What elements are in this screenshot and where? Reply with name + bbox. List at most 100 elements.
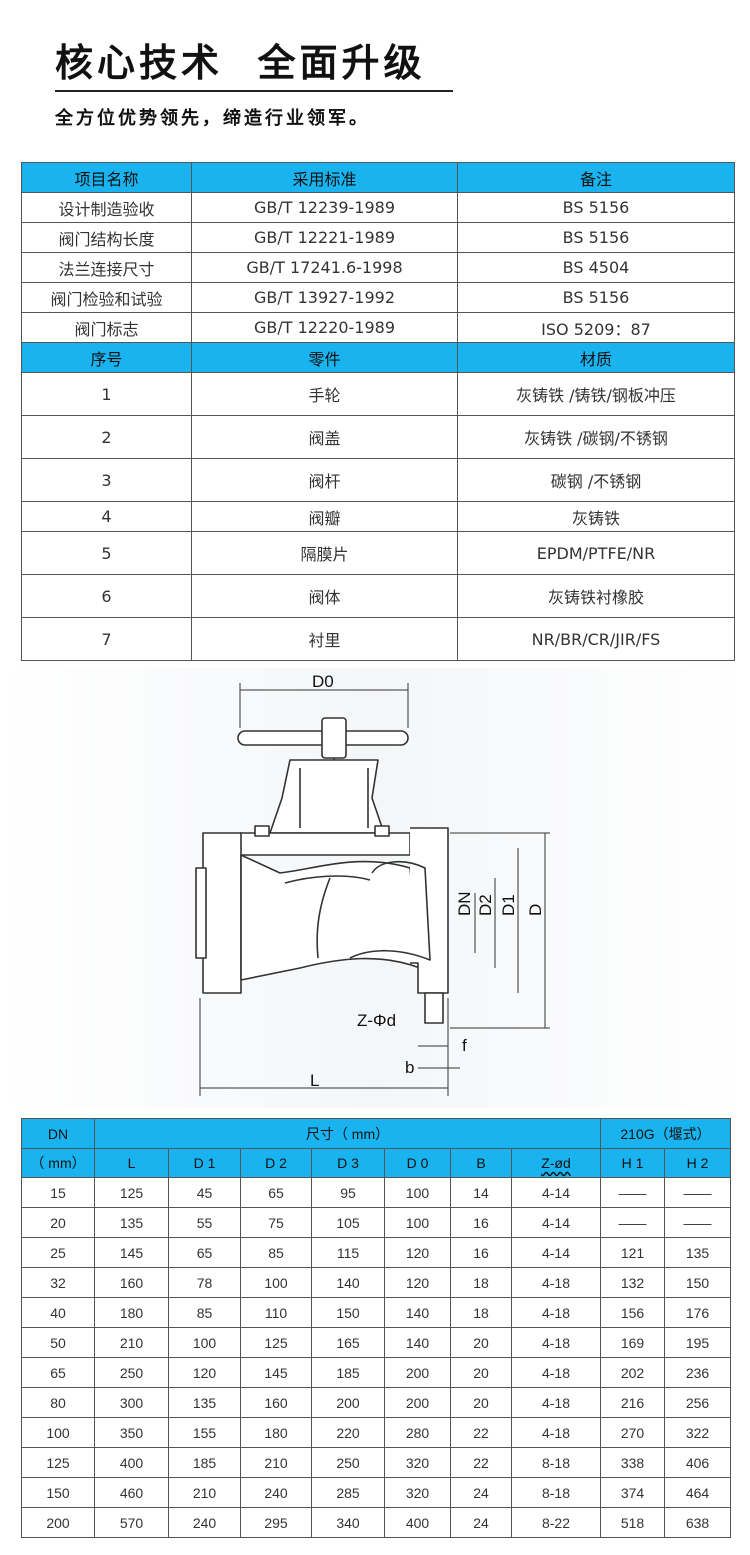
dn-header-cell: DN bbox=[21, 1118, 95, 1149]
table-cell: 140 bbox=[311, 1267, 385, 1298]
table-cell: 32 bbox=[21, 1267, 95, 1298]
table-cell: 240 bbox=[168, 1507, 241, 1538]
table-cell: 135 bbox=[168, 1387, 241, 1418]
table-cell: 200 bbox=[311, 1387, 385, 1418]
table-cell: 125 bbox=[240, 1327, 312, 1358]
table-cell: 20 bbox=[450, 1357, 512, 1388]
table-cell: GB/T 17241.6-1998 bbox=[191, 252, 458, 283]
table-cell: 300 bbox=[94, 1387, 169, 1418]
table-cell: 200 bbox=[21, 1507, 95, 1538]
table-cell: 176 bbox=[664, 1297, 731, 1328]
table-cell: 22 bbox=[450, 1447, 512, 1478]
table-cell: 65 bbox=[240, 1177, 312, 1208]
right-flange-shape bbox=[410, 827, 449, 994]
table-row: 设计制造验收 GB/T 12239-1989 BS 5156 bbox=[21, 192, 735, 223]
header-cell: 项目名称 bbox=[21, 162, 192, 193]
header-cell: 材质 bbox=[457, 342, 735, 373]
table-cell: 阀瓣 bbox=[191, 501, 458, 532]
table-cell: 100 bbox=[168, 1327, 241, 1358]
table-cell: 65 bbox=[21, 1357, 95, 1388]
valve-drawing: D0 DN D2 D1 D Z-Φd f b L bbox=[195, 672, 550, 1096]
table-cell: 78 bbox=[168, 1267, 241, 1298]
table-cell: 设计制造验收 bbox=[21, 192, 192, 223]
table-cell: 24 bbox=[450, 1477, 512, 1508]
table-cell: —— bbox=[664, 1177, 731, 1208]
label-d0: D0 bbox=[312, 672, 334, 691]
table-cell: BS 5156 bbox=[457, 222, 735, 253]
table-row: 5 隔膜片 EPDM/PTFE/NR bbox=[21, 531, 735, 575]
table-cell: 85 bbox=[240, 1237, 312, 1268]
label-d: D bbox=[526, 904, 545, 916]
table-cell: 8-18 bbox=[511, 1477, 601, 1508]
table-cell: 24 bbox=[450, 1507, 512, 1538]
table-cell: 20 bbox=[450, 1327, 512, 1358]
table-cell: 236 bbox=[664, 1357, 731, 1388]
table-row: 4 阀瓣 灰铸铁 bbox=[21, 501, 735, 532]
table-cell: 105 bbox=[311, 1207, 385, 1238]
table-cell: 250 bbox=[94, 1357, 169, 1388]
table-cell: 256 bbox=[664, 1387, 731, 1418]
table-cell: 阀盖 bbox=[191, 415, 458, 459]
table-cell: 125 bbox=[21, 1447, 95, 1478]
table-cell: 45 bbox=[168, 1177, 241, 1208]
table-cell: 210 bbox=[94, 1327, 169, 1358]
table-cell: 隔膜片 bbox=[191, 531, 458, 575]
table-cell: 5 bbox=[21, 531, 192, 575]
table-cell: 阀体 bbox=[191, 574, 458, 618]
table-cell: 4 bbox=[21, 501, 192, 532]
table-cell: 180 bbox=[240, 1417, 312, 1448]
table-cell: 4-18 bbox=[511, 1327, 601, 1358]
table-cell: 65 bbox=[168, 1237, 241, 1268]
table-cell: 16 bbox=[450, 1237, 512, 1268]
table-cell: 185 bbox=[168, 1447, 241, 1478]
table-cell: 1 bbox=[21, 372, 192, 416]
table-cell: 145 bbox=[94, 1237, 169, 1268]
table-cell: 120 bbox=[168, 1357, 241, 1388]
left-flange-shape bbox=[202, 832, 242, 994]
table-cell: 6 bbox=[21, 574, 192, 618]
column-header-cell: Z-ød bbox=[511, 1148, 601, 1178]
table-cell: 132 bbox=[600, 1267, 665, 1298]
table-cell: 155 bbox=[168, 1417, 241, 1448]
table-cell: 200 bbox=[384, 1387, 451, 1418]
table-cell: 碳钢 /不锈钢 bbox=[457, 458, 735, 502]
table-cell: 55 bbox=[168, 1207, 241, 1238]
table-cell: 160 bbox=[240, 1387, 312, 1418]
table-cell: 406 bbox=[664, 1447, 731, 1478]
table-row: 阀门结构长度 GB/T 12221-1989 BS 5156 bbox=[21, 222, 735, 253]
dn-unit-cell: （ mm） bbox=[21, 1148, 95, 1178]
table-cell: 120 bbox=[384, 1267, 451, 1298]
table-cell: 570 bbox=[94, 1507, 169, 1538]
table-cell: 340 bbox=[311, 1507, 385, 1538]
label-d2: D2 bbox=[476, 894, 495, 916]
table-cell: 4-14 bbox=[511, 1207, 601, 1238]
table-cell: 160 bbox=[94, 1267, 169, 1298]
table-cell: 14 bbox=[450, 1177, 512, 1208]
table-cell: 100 bbox=[240, 1267, 312, 1298]
table-cell: 270 bbox=[600, 1417, 665, 1448]
table-cell: GB/T 13927-1992 bbox=[191, 282, 458, 313]
table-cell: 125 bbox=[94, 1177, 169, 1208]
table-cell: 50 bbox=[21, 1327, 95, 1358]
table-cell: 4-18 bbox=[511, 1357, 601, 1388]
table-cell: 295 bbox=[240, 1507, 312, 1538]
table-cell: 8-18 bbox=[511, 1447, 601, 1478]
label-b: b bbox=[405, 1058, 414, 1077]
table-cell: NR/BR/CR/JIR/FS bbox=[457, 617, 735, 661]
label-dn: DN bbox=[455, 891, 474, 916]
table-cell: 464 bbox=[664, 1477, 731, 1508]
title-divider bbox=[55, 90, 453, 92]
table-cell: 400 bbox=[94, 1447, 169, 1478]
table-cell: 22 bbox=[450, 1417, 512, 1448]
column-header-cell: D 2 bbox=[240, 1148, 312, 1178]
column-header-cell: D 0 bbox=[384, 1148, 451, 1178]
table-cell: 18 bbox=[450, 1267, 512, 1298]
table-cell: —— bbox=[600, 1177, 665, 1208]
valve-body-shape bbox=[240, 854, 421, 981]
table-cell: 阀门结构长度 bbox=[21, 222, 192, 253]
table-cell: 169 bbox=[600, 1327, 665, 1358]
table-cell: BS 5156 bbox=[457, 192, 735, 223]
